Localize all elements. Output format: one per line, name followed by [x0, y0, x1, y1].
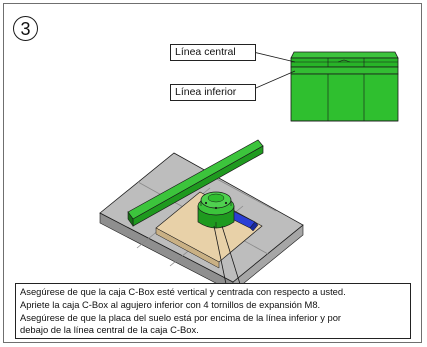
- instruction-line: Apriete la caja C-Box al agujero inferio…: [20, 298, 321, 310]
- cbox-detail-lid: [290, 51, 399, 59]
- instruction-line: Asegúrese de que la caja C-Box esté vert…: [20, 286, 346, 297]
- step-number-badge: 3: [13, 16, 38, 41]
- central-line-leader: [248, 50, 296, 63]
- cbox-installed: [197, 191, 235, 229]
- instructions-box: Asegúrese de que la caja C-Box esté vert…: [15, 283, 411, 339]
- lower-line-callout: Línea inferior: [170, 84, 256, 101]
- step-number: 3: [20, 18, 31, 39]
- cbox-detail-body: [290, 73, 399, 122]
- instruction-line: debajo de la línea central de la caja C-…: [20, 324, 199, 336]
- lower-line-leader: [248, 70, 296, 92]
- central-line-label: Línea central: [175, 46, 236, 58]
- cbox-detail-central-band: [290, 57, 399, 68]
- cbox-detail-view: [290, 51, 399, 122]
- note-leader-1: [213, 225, 227, 285]
- cbox-detail-lower-band: [290, 66, 399, 75]
- central-line-callout: Línea central: [170, 44, 256, 61]
- instruction-line: Asegúrese de que la placa del suelo está…: [20, 311, 342, 323]
- lower-line-label: Línea inferior: [175, 86, 237, 98]
- note-leader-2: [221, 225, 241, 285]
- green-rail: [127, 139, 264, 227]
